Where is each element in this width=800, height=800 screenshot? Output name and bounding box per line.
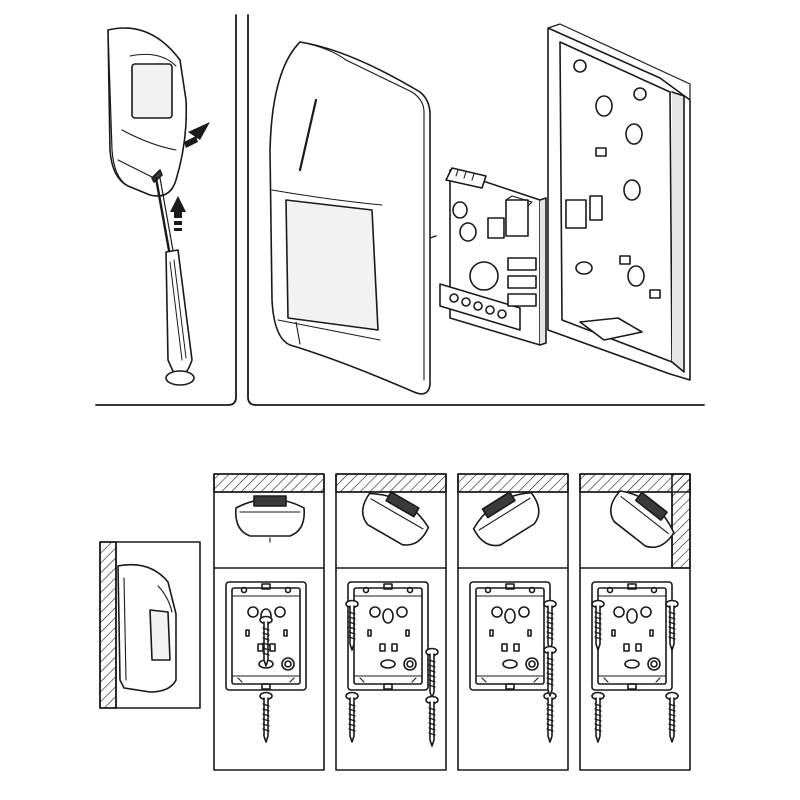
wall-mounted-sensor-icon: [99, 541, 201, 709]
back-plate-icon: [547, 23, 691, 381]
mounting-option-corner-right: [457, 473, 569, 771]
panel-frame-opening: [95, 14, 237, 406]
front-cover-icon: [269, 41, 437, 395]
screwdriver-icon: [151, 169, 195, 386]
mounting-option-inside-corner: [579, 473, 691, 771]
mounting-option-corner-left: [335, 473, 447, 771]
circuit-board-icon: [439, 167, 547, 346]
arrow-up-icon: [170, 122, 210, 231]
top-row: [95, 14, 705, 406]
panel-frame-exploded: [247, 14, 705, 406]
bottom-row: [99, 473, 691, 771]
sensor-housing-icon: [107, 27, 188, 197]
mounting-option-flat-wall: [213, 473, 325, 771]
